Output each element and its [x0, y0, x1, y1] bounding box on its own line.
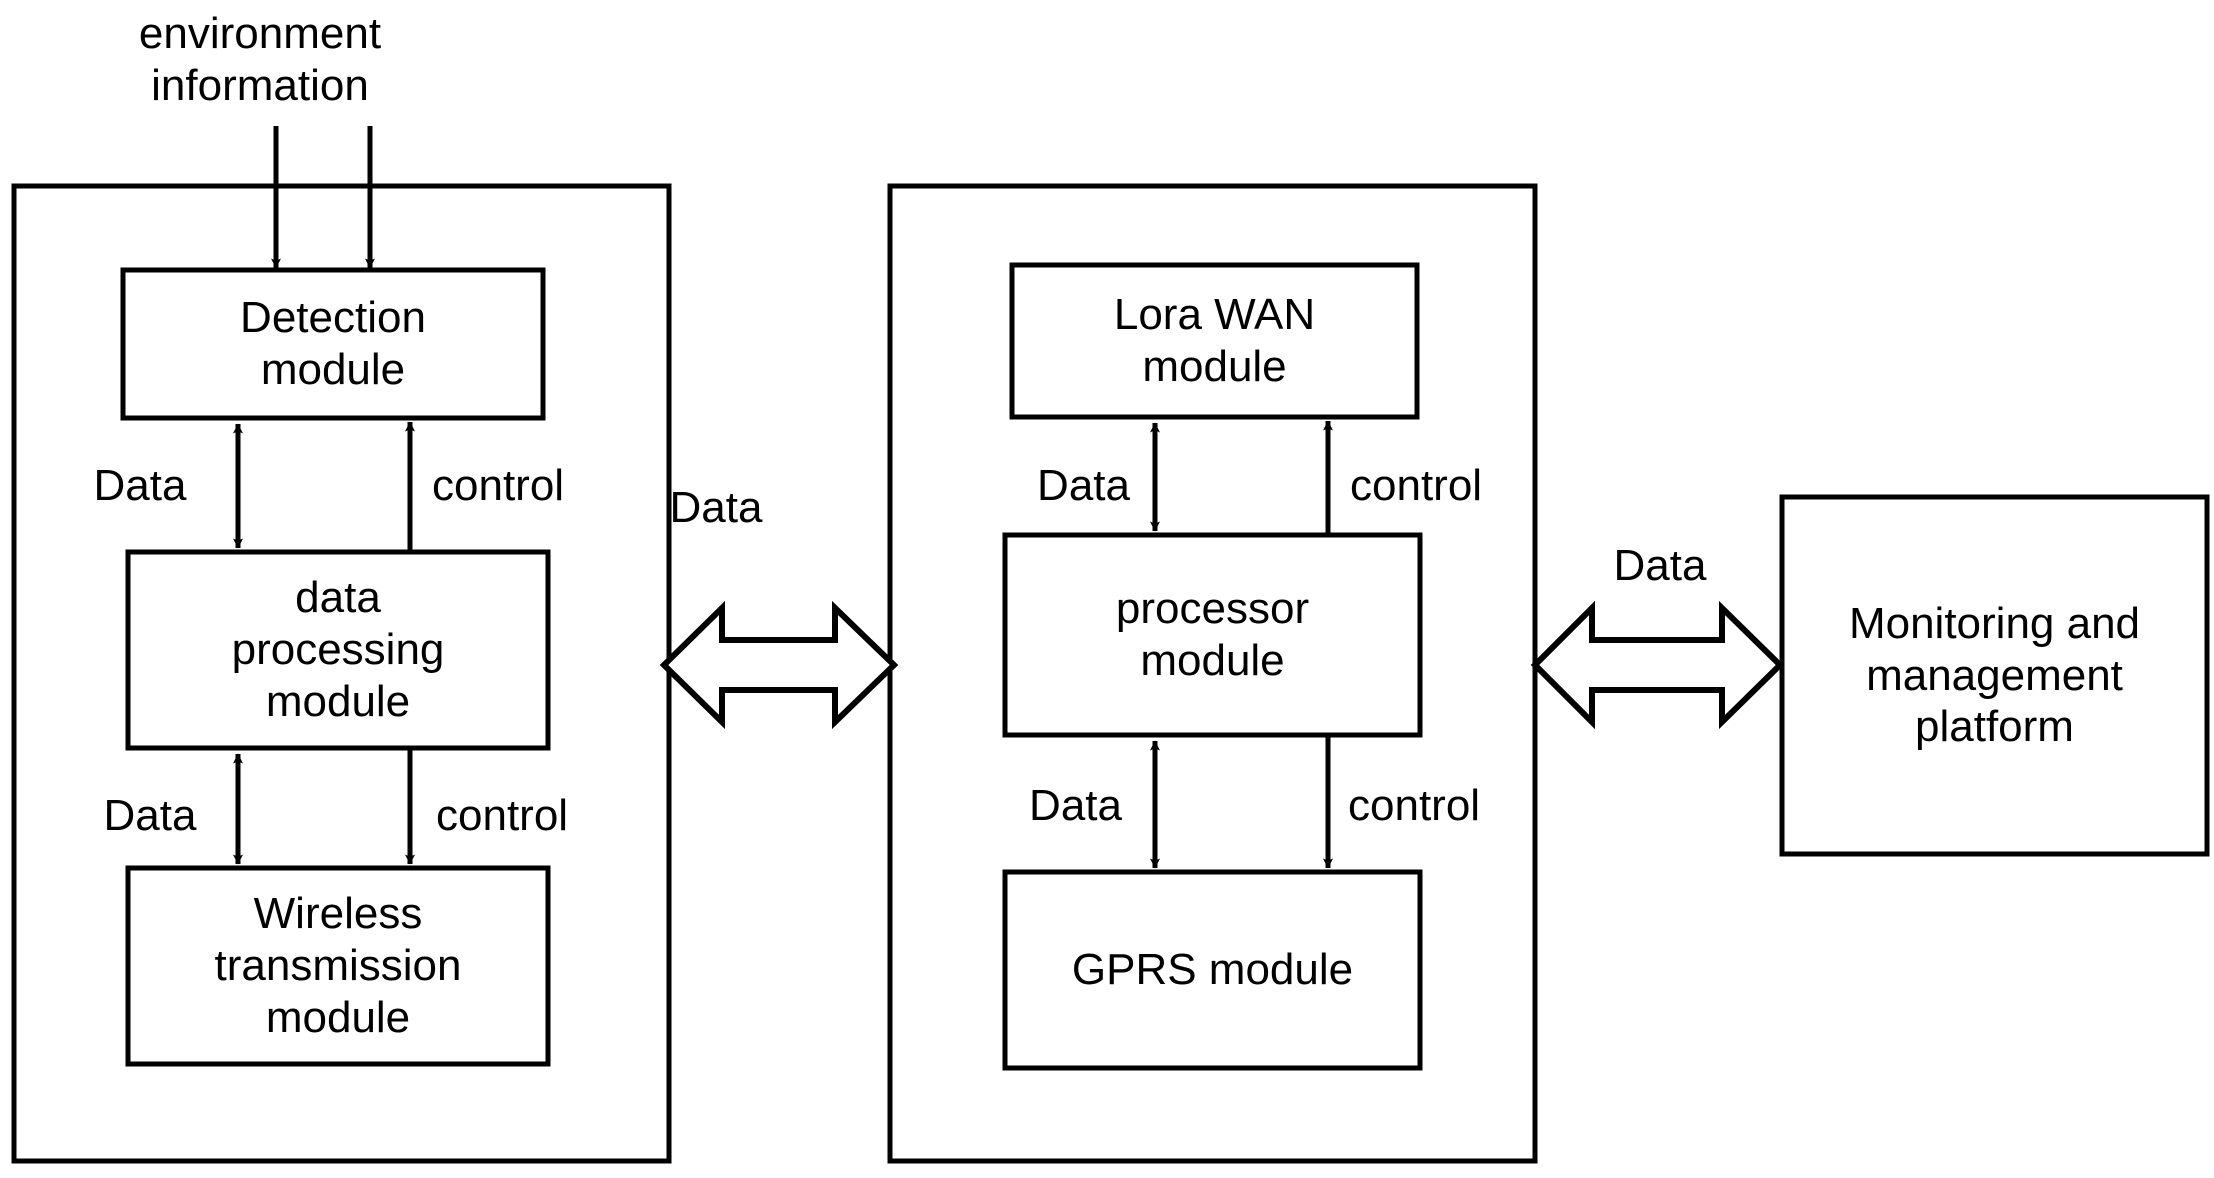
wireless-transmission-module-box[interactable] [125, 865, 551, 1067]
environment-information-label: environment information [138, 9, 382, 110]
data-processing-module-box[interactable] [125, 549, 551, 751]
gprs-module-box[interactable] [1002, 869, 1423, 1071]
detection-module-box[interactable] [120, 267, 546, 421]
detection-data-edge-label: Data [93, 461, 187, 510]
gprs-module-label: GPRS module [1071, 945, 1354, 995]
wireless-transmission-module-label: Wireless transmission module [214, 889, 462, 1042]
wireless-data-edge-label: Data [103, 791, 197, 840]
monitoring-platform-label: Monitoring and management platform [1848, 598, 2141, 752]
lora-data-edge-label: Data [1037, 461, 1130, 510]
monitoring-platform-box[interactable] [1779, 494, 2210, 857]
data-processing-module-label: data processing module [231, 573, 445, 726]
detection-module-label: Detection module [240, 293, 426, 394]
lora-control-edge-label: control [1350, 461, 1483, 510]
platform-data-edge-label: Data [1613, 541, 1707, 590]
detection-control-edge-label: control [432, 461, 565, 510]
gprs-data-edge-label: Data [1029, 781, 1122, 830]
processor-module-label: processor module [1115, 584, 1310, 685]
gprs-control-edge-label: control [1348, 781, 1481, 830]
lora-wan-module-box[interactable] [1009, 262, 1420, 420]
lora-wan-module-label: Lora WAN module [1113, 290, 1316, 391]
processor-module-box[interactable] [1002, 532, 1423, 738]
wireless-control-edge-label: control [436, 791, 569, 840]
node-gateway-block-arrow [659, 600, 899, 730]
interlink-data-edge-label: Data [669, 483, 763, 532]
gateway-platform-block-arrow [1530, 600, 1785, 730]
